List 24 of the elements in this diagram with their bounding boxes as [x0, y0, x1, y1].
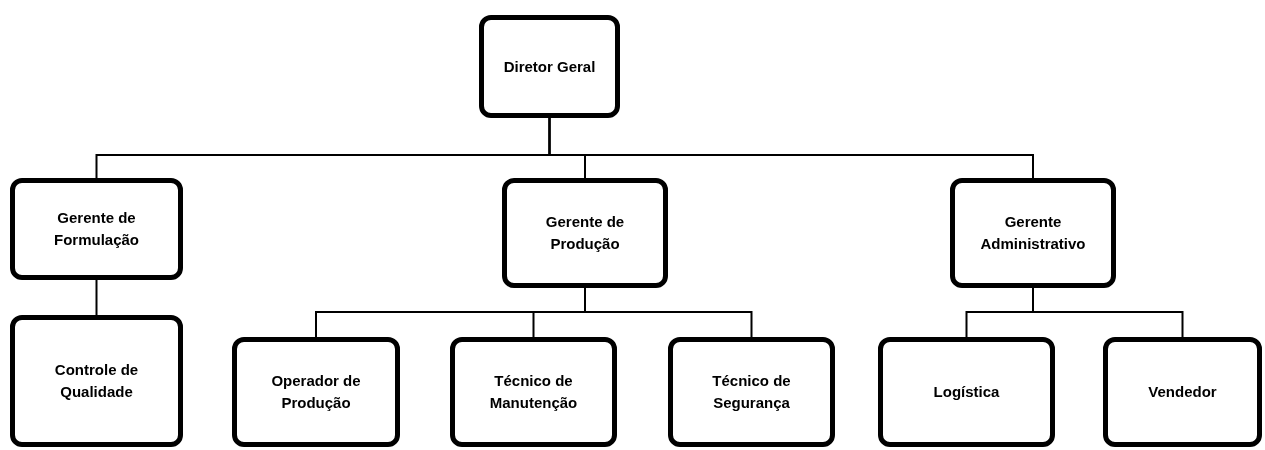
role-label: Gerente de Produção [544, 212, 626, 254]
role-label: Técnico de Manutenção [488, 371, 579, 413]
org-box [232, 337, 400, 447]
connector-line [1032, 287, 1184, 338]
role-label: Vendedor [1147, 382, 1218, 403]
org-box [10, 178, 183, 280]
org-box [878, 337, 1055, 447]
role-label: Gerente Administrativo [979, 212, 1087, 254]
org-box [450, 337, 617, 447]
org-box [668, 337, 835, 447]
role-label: Gerente de Formulação [53, 208, 140, 250]
org-box [479, 15, 620, 118]
role-label: Técnico de Segurança [711, 371, 792, 413]
org-box [1103, 337, 1262, 447]
org-box [10, 315, 183, 447]
role-label: Logística [932, 382, 1001, 403]
org-box [950, 178, 1116, 288]
connector-line [548, 117, 1034, 179]
connector-line [584, 287, 753, 338]
org-box [502, 178, 668, 288]
role-label: Diretor Geral [502, 56, 597, 77]
role-label: Operador de Produção [270, 371, 362, 413]
connector-line [95, 279, 98, 316]
role-label: Controle de Qualidade [53, 360, 140, 402]
